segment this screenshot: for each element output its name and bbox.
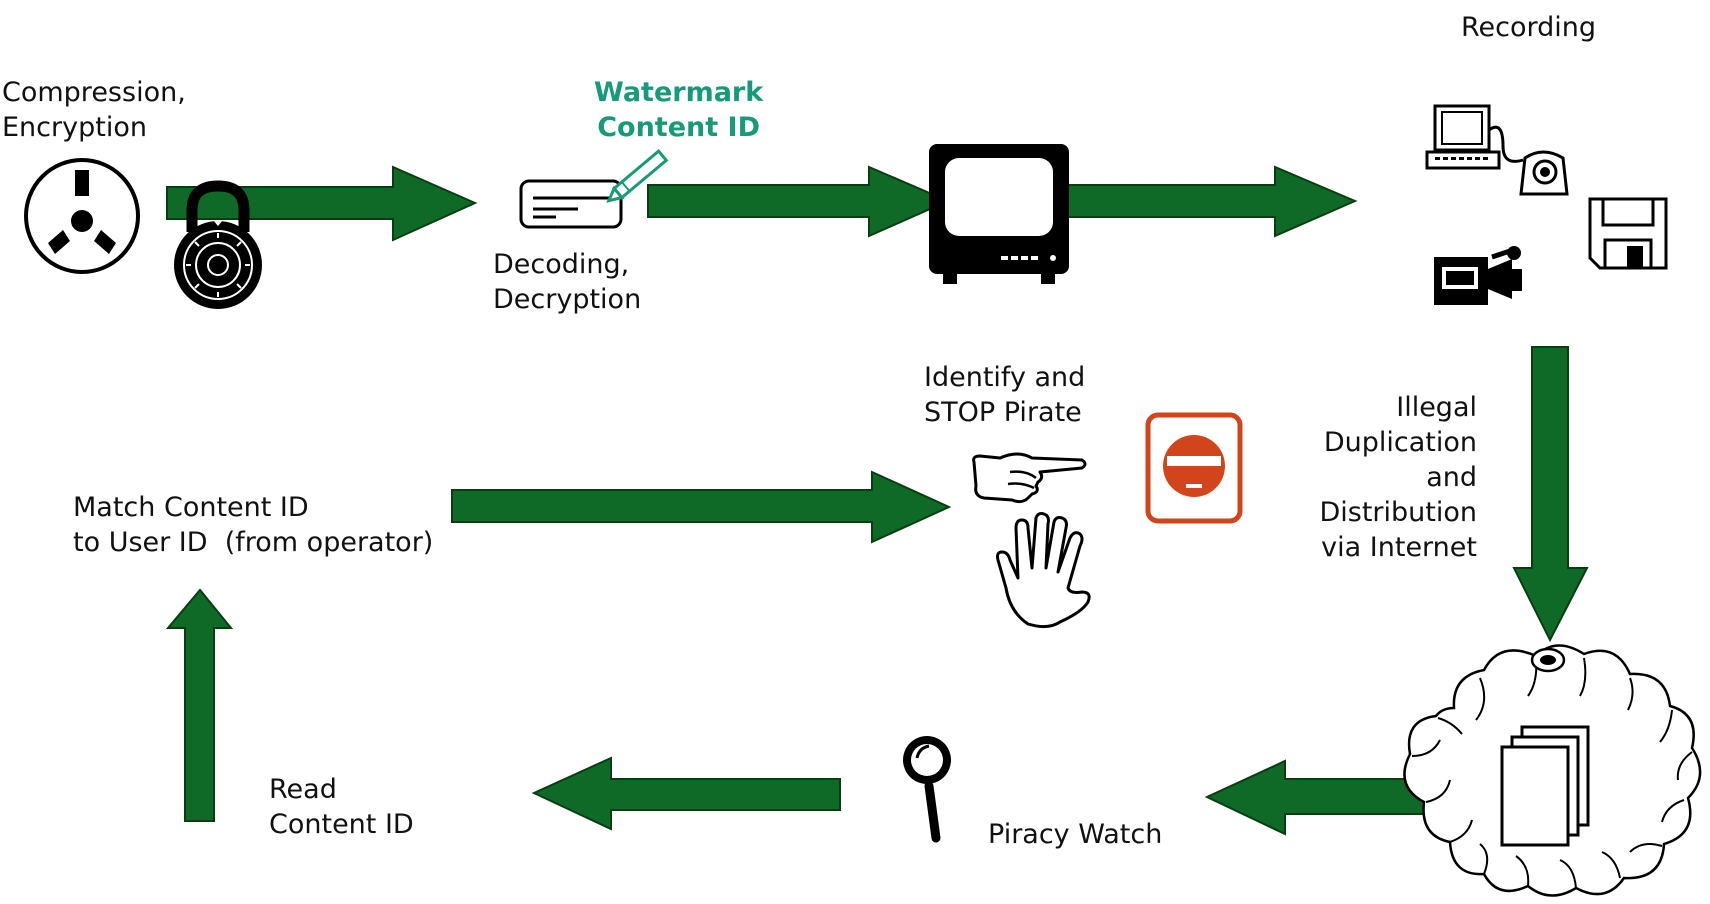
documents-icon: [1500, 725, 1590, 847]
stop-hand-icon: [996, 512, 1091, 629]
radiation-disc-icon: [24, 158, 140, 274]
label-match-content-id: Match Content ID to User ID (from operat…: [73, 492, 434, 558]
magnifying-glass-icon: [903, 736, 951, 843]
combination-lock-icon: [174, 180, 262, 309]
floppy-disk-icon: [1588, 197, 1668, 270]
computer-icon: [1425, 104, 1569, 196]
smart-card-pen-icon: [519, 149, 669, 229]
label-read-content-id: Read Content ID: [269, 774, 414, 840]
label-identify-stop-pirate: Identify and STOP Pirate: [924, 362, 1086, 428]
label-recording: Recording: [1461, 12, 1597, 43]
label-decoding-decryption: Decoding, Decryption: [493, 249, 642, 315]
label-illegal-duplication: Illegal Duplication and Distribution via…: [1319, 392, 1477, 563]
pointing-hand-icon: [972, 452, 1087, 504]
television-icon: [929, 144, 1069, 284]
label-watermark-content-id: Watermark Content ID: [594, 77, 764, 143]
label-piracy-watch: Piracy Watch: [988, 819, 1163, 850]
video-camera-icon: [1434, 246, 1522, 305]
pirate-face-icon: [1145, 412, 1243, 524]
label-compression-encryption: Compression, Encryption: [2, 77, 186, 143]
